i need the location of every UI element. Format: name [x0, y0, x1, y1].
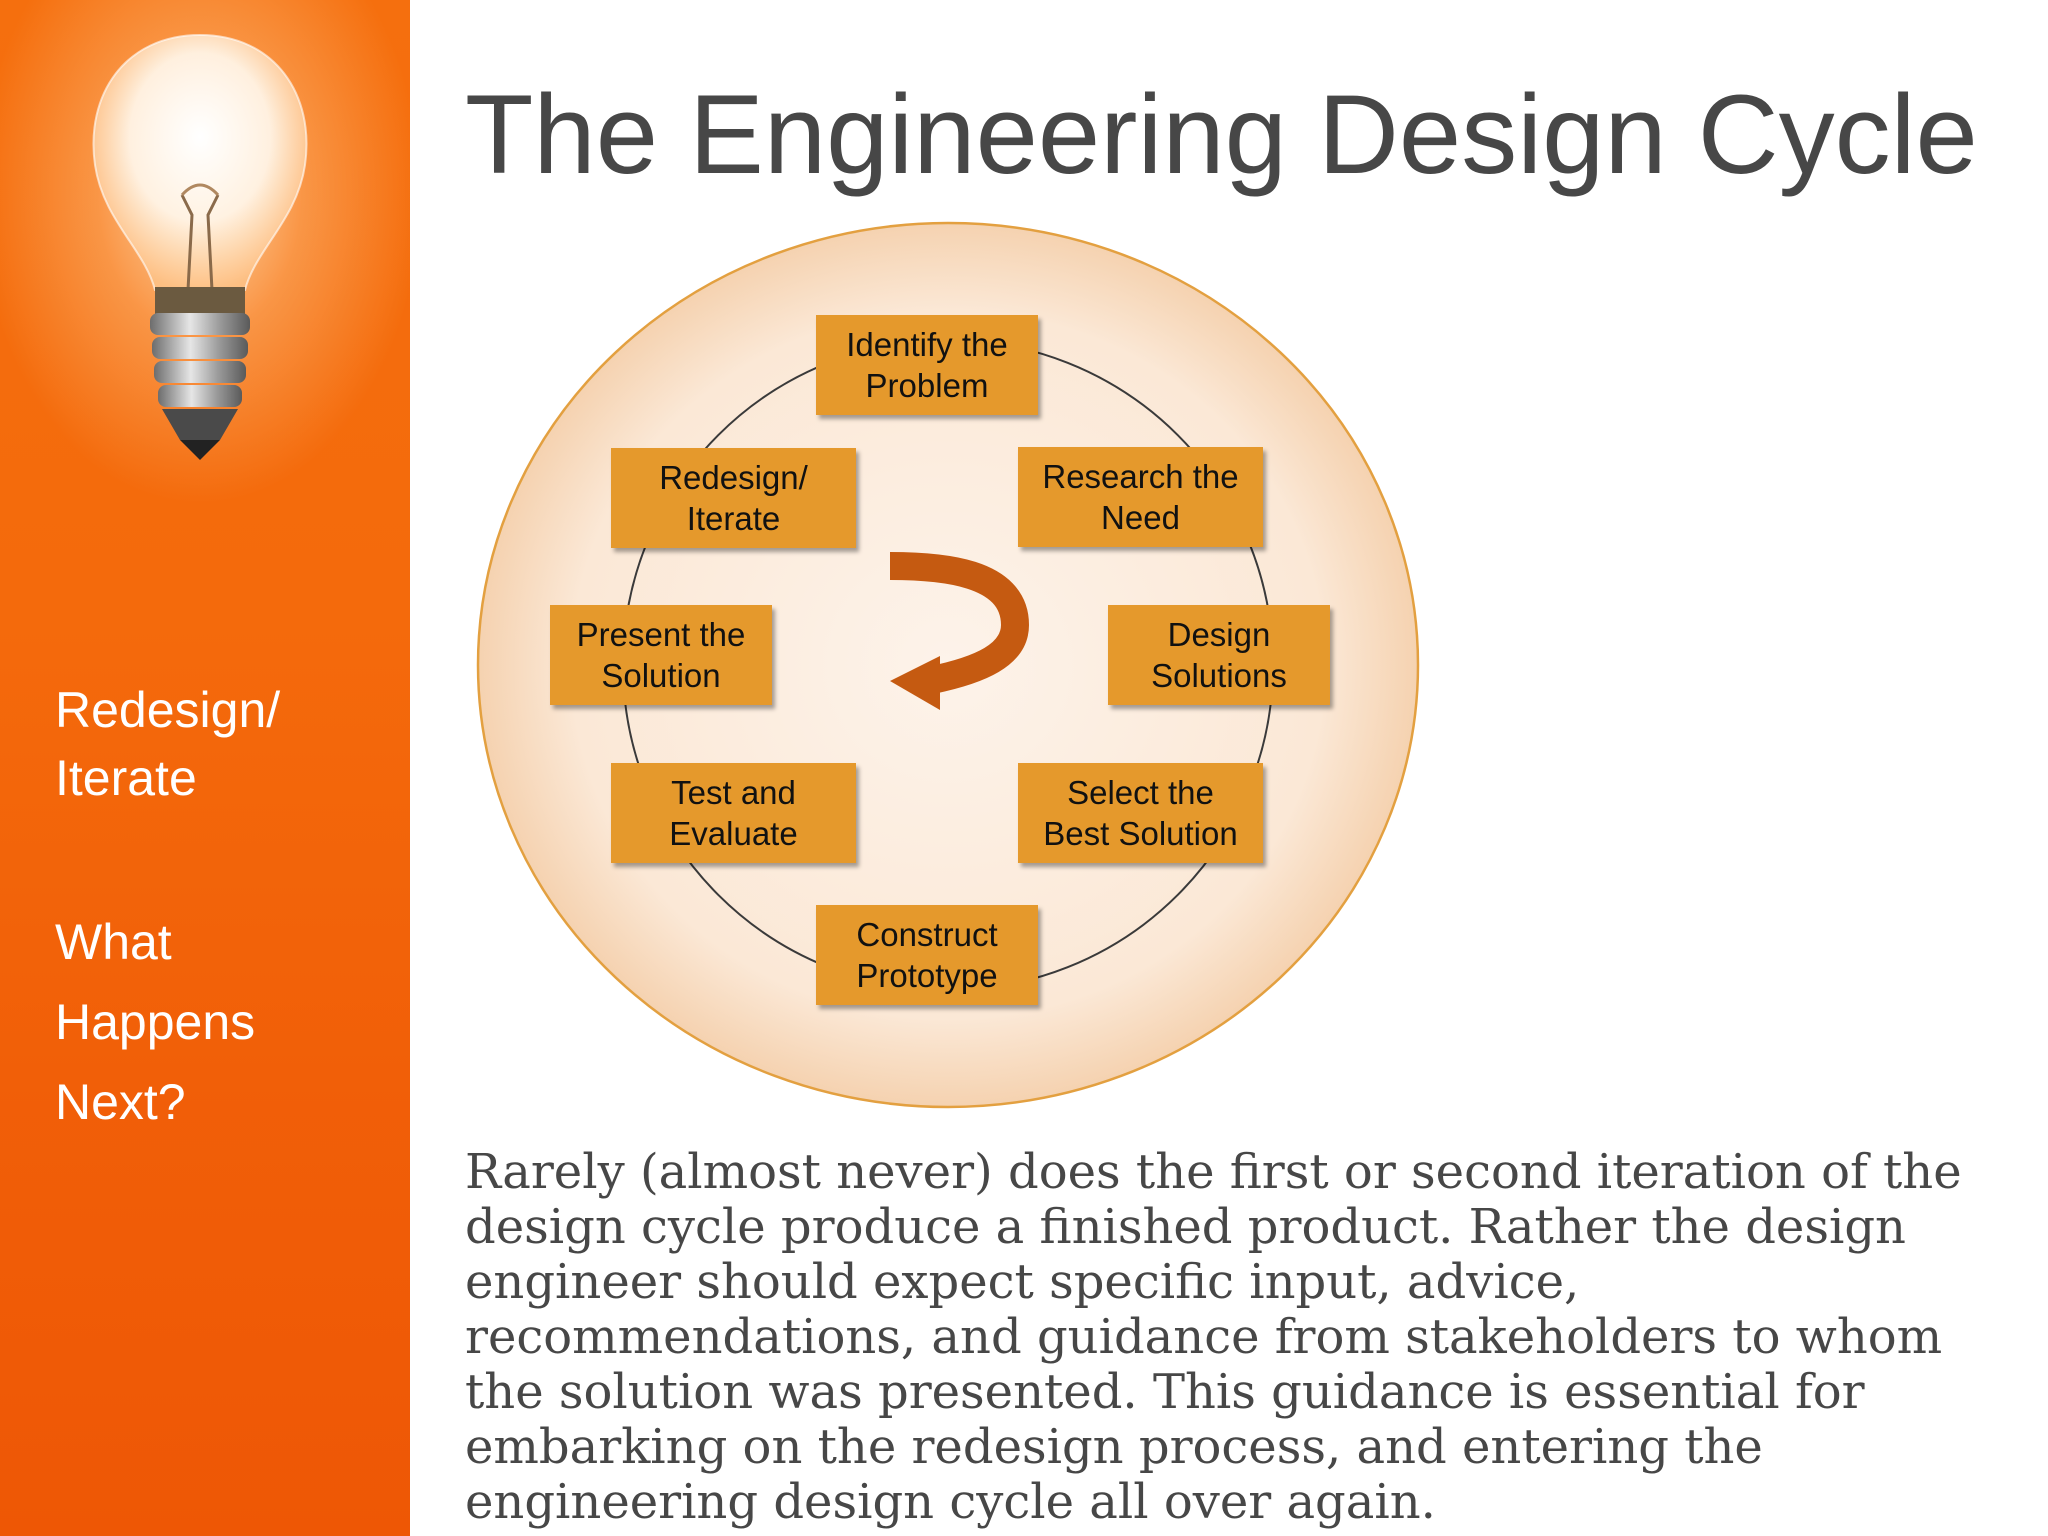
- slide-title: The Engineering Design Cycle: [465, 72, 1978, 197]
- step-present-solution: Present the Solution: [550, 605, 772, 705]
- sidebar: Redesign/ Iterate What Happens Next?: [0, 0, 410, 1536]
- body-paragraph: Rarely (almost never) does the first or …: [465, 1144, 1962, 1530]
- step-identify-problem: Identify the Problem: [816, 315, 1038, 415]
- step-construct-prototype: Construct Prototype: [816, 905, 1038, 1005]
- design-cycle-diagram: Identify the Problem Research the Need D…: [470, 215, 1430, 1115]
- clockwise-curved-arrow-icon: [889, 552, 1030, 710]
- step-select-best-solution: Select the Best Solution: [1018, 763, 1263, 863]
- sidebar-what-next-label: What Happens Next?: [55, 914, 256, 1130]
- light-bulb-icon: [92, 33, 308, 460]
- step-test-evaluate: Test and Evaluate: [611, 763, 856, 863]
- step-design-solutions: Design Solutions: [1108, 605, 1330, 705]
- step-research-need: Research the Need: [1018, 447, 1263, 547]
- step-redesign-iterate: Redesign/ Iterate: [611, 448, 856, 548]
- sidebar-redesign-label: Redesign/ Iterate: [55, 682, 281, 806]
